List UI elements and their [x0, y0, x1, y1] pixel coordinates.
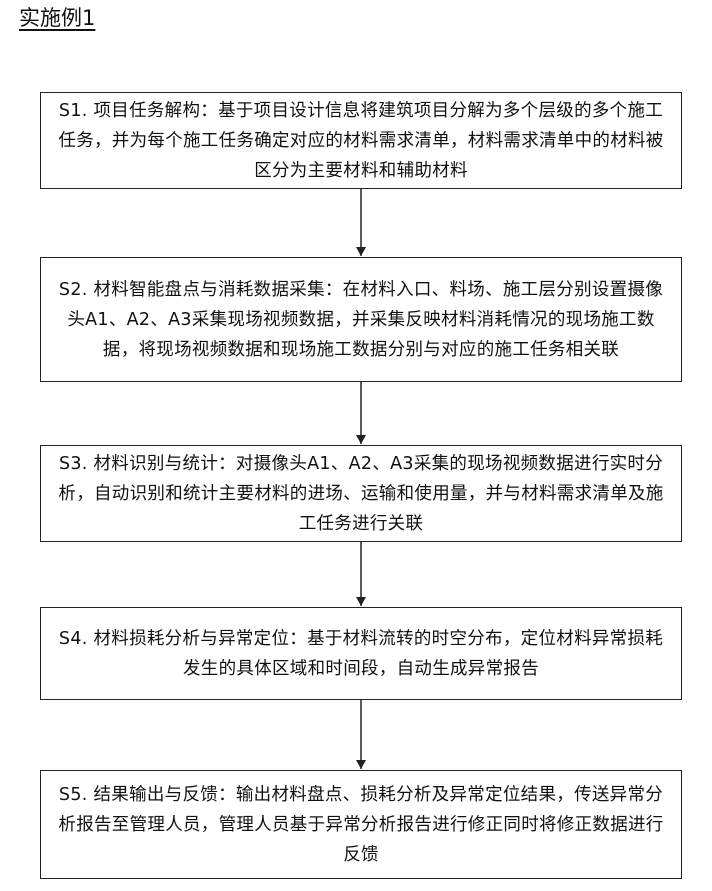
step-text-s3: S3. 材料识别与统计：对摄像头A1、A2、A3采集的现场视频数据进行实时分析，…: [56, 449, 666, 539]
step-box-s3: S3. 材料识别与统计：对摄像头A1、A2、A3采集的现场视频数据进行实时分析，…: [40, 445, 682, 542]
step-box-s1: S1. 项目任务解构：基于项目设计信息将建筑项目分解为多个层级的多个施工任务，并…: [40, 92, 682, 189]
step-text-s1: S1. 项目任务解构：基于项目设计信息将建筑项目分解为多个层级的多个施工任务，并…: [56, 96, 666, 186]
step-text-s2: S2. 材料智能盘点与消耗数据采集：在材料入口、料场、施工层分别设置摄像头A1、…: [56, 275, 666, 365]
step-box-s2: S2. 材料智能盘点与消耗数据采集：在材料入口、料场、施工层分别设置摄像头A1、…: [40, 257, 682, 382]
step-text-s5: S5. 结果输出与反馈：输出材料盘点、损耗分析及异常定位结果，传送异常分析报告至…: [56, 780, 666, 870]
embodiment-heading: 实施例1: [19, 4, 95, 32]
step-text-s4: S4. 材料损耗分析与异常定位：基于材料流转的时空分布，定位材料异常损耗发生的具…: [56, 624, 666, 684]
step-box-s4: S4. 材料损耗分析与异常定位：基于材料流转的时空分布，定位材料异常损耗发生的具…: [40, 607, 682, 700]
step-box-s5: S5. 结果输出与反馈：输出材料盘点、损耗分析及异常定位结果，传送异常分析报告至…: [40, 770, 682, 879]
